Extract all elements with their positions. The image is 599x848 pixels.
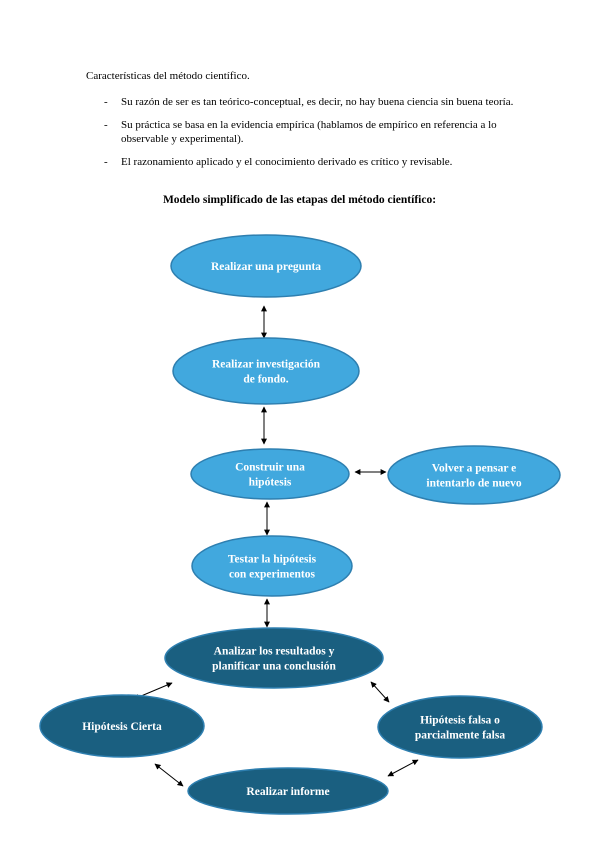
node-shape [387, 445, 561, 505]
list-item: - Su práctica se basa en la evidencia em… [104, 118, 524, 146]
node-label: Hipótesis Cierta [82, 721, 162, 733]
node-investigacion: Realizar investigación de fondo. [172, 337, 360, 405]
node-informe: Realizar informe [187, 767, 389, 815]
node-label: intentarlo de nuevo [426, 478, 521, 490]
node-shape [172, 337, 360, 405]
characteristics-list: - Su razón de ser es tan teórico-concept… [104, 95, 524, 178]
node-label: Hipótesis falsa o [420, 715, 500, 727]
node-hipotesis: Construir una hipótesis [190, 448, 350, 500]
node-label: Analizar los resultados y [214, 646, 335, 658]
bullet-text: El razonamiento aplicado y el conocimien… [121, 156, 453, 168]
node-testar: Testar la hipótesis con experimentos [191, 535, 353, 597]
list-item: - Su razón de ser es tan teórico-concept… [104, 95, 524, 109]
node-label: Realizar investigación [212, 359, 321, 371]
bullet-marker: - [104, 119, 108, 131]
node-label: Realizar una pregunta [211, 261, 321, 273]
double-arrow-connector [387, 759, 419, 777]
node-label: Testar la hipótesis [228, 554, 317, 566]
node-cierta: Hipótesis Cierta [39, 694, 205, 758]
node-analizar: Analizar los resultados y planificar una … [164, 627, 384, 689]
node-shape [191, 535, 353, 597]
node-shape [190, 448, 350, 500]
node-label: hipótesis [249, 477, 292, 489]
node-volver: Volver a pensar e intentarlo de nuevo [387, 445, 561, 505]
bullet-marker: - [104, 96, 108, 108]
node-shape [39, 694, 205, 758]
bullet-marker: - [104, 156, 108, 168]
node-label: Realizar informe [246, 786, 329, 798]
node-shape [187, 767, 389, 815]
double-arrow-connector [154, 763, 184, 787]
node-label: Volver a pensar e [432, 463, 516, 475]
intro-heading: Características del método científico. [86, 70, 250, 82]
bullet-text: Su razón de ser es tan teórico-conceptua… [121, 96, 514, 108]
node-falsa: Hipótesis falsa o parcialmente falsa [377, 695, 543, 759]
list-item: - El razonamiento aplicado y el conocimi… [104, 155, 524, 169]
node-label: Construir una [235, 462, 305, 474]
node-shape [170, 234, 362, 298]
node-label: planificar una conclusión [212, 661, 336, 673]
node-label: parcialmente falsa [415, 730, 505, 742]
bullet-text: Su práctica se basa en la evidencia empí… [121, 119, 497, 145]
diagram-title: Modelo simplificado de las etapas del mé… [162, 194, 437, 206]
node-label: de fondo. [243, 374, 288, 386]
node-label: con experimentos [229, 569, 315, 581]
node-pregunta: Realizar una pregunta [170, 234, 362, 298]
double-arrow-connector [370, 681, 390, 703]
node-shape [377, 695, 543, 759]
node-shape [164, 627, 384, 689]
